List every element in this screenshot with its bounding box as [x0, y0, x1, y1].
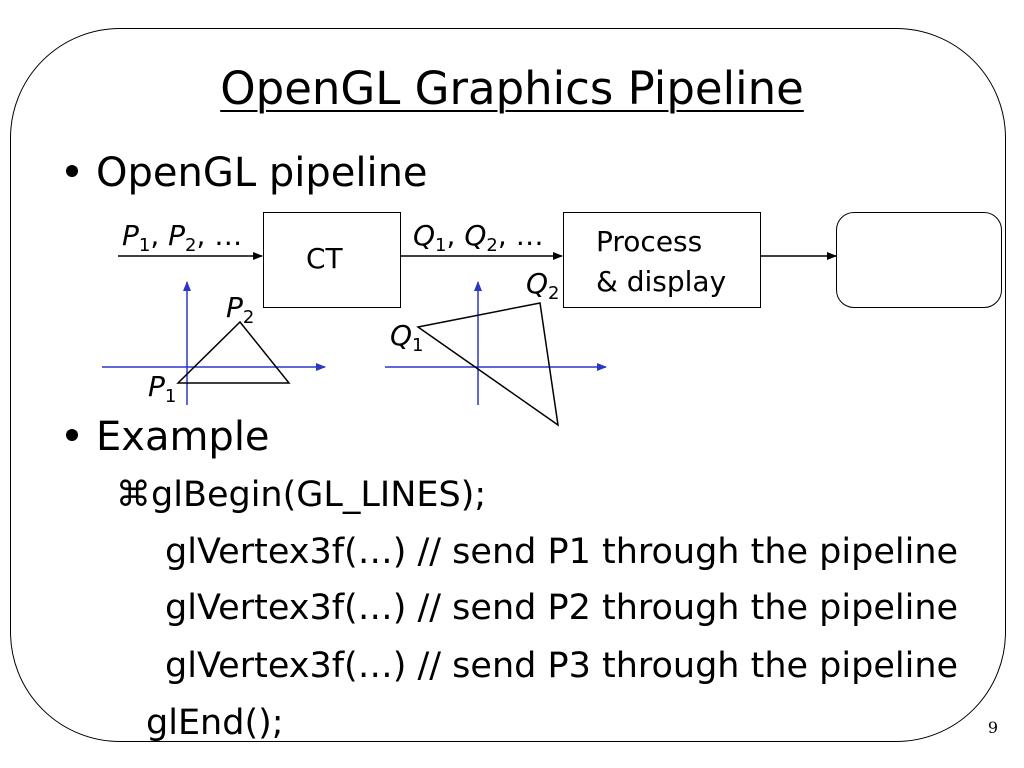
ct-box-label: CT	[306, 242, 343, 275]
left-p1-label: P1	[148, 370, 177, 407]
right-q2-label: Q2	[526, 267, 560, 304]
left-p2-label: P2	[226, 291, 255, 328]
bullet-text: OpenGL pipeline	[96, 150, 428, 196]
code-line-vertex-2: glVertex3f(…) // send P2 through the pip…	[165, 588, 959, 628]
slide-title: OpenGL Graphics Pipeline	[220, 62, 804, 115]
slide-frame	[10, 28, 1006, 742]
bullet-dot	[66, 165, 78, 177]
page-number: 9	[987, 718, 998, 737]
code-line-vertex-3: glVertex3f(…) // send P3 through the pip…	[165, 646, 959, 686]
left-triangle	[176, 320, 291, 384]
bullet-dot	[66, 429, 78, 441]
right-q1-label: Q1	[390, 319, 424, 356]
process-display-box	[563, 212, 761, 308]
process-box-label-line2: & display	[596, 265, 727, 298]
bullet-text: Example	[96, 414, 270, 460]
bullet-example: Example	[66, 417, 270, 457]
ct-box	[263, 212, 401, 308]
code-line-vertex-1: glVertex3f(…) // send P1 through the pip…	[165, 532, 959, 572]
process-box-label-line1: Process	[596, 225, 703, 258]
bullet-opengl-pipeline: OpenGL pipeline	[66, 153, 428, 193]
input-vertices-label: P1, P2, …	[122, 219, 243, 256]
command-bullet-icon: ⌘	[116, 475, 151, 515]
right-triangle	[416, 302, 559, 427]
code-line-glbegin: ⌘glBegin(GL_LINES);	[116, 475, 487, 515]
code-line-glend: glEnd();	[146, 703, 284, 743]
output-vertices-label: Q1, Q2, …	[413, 219, 544, 256]
display-screen-box	[836, 212, 1002, 308]
